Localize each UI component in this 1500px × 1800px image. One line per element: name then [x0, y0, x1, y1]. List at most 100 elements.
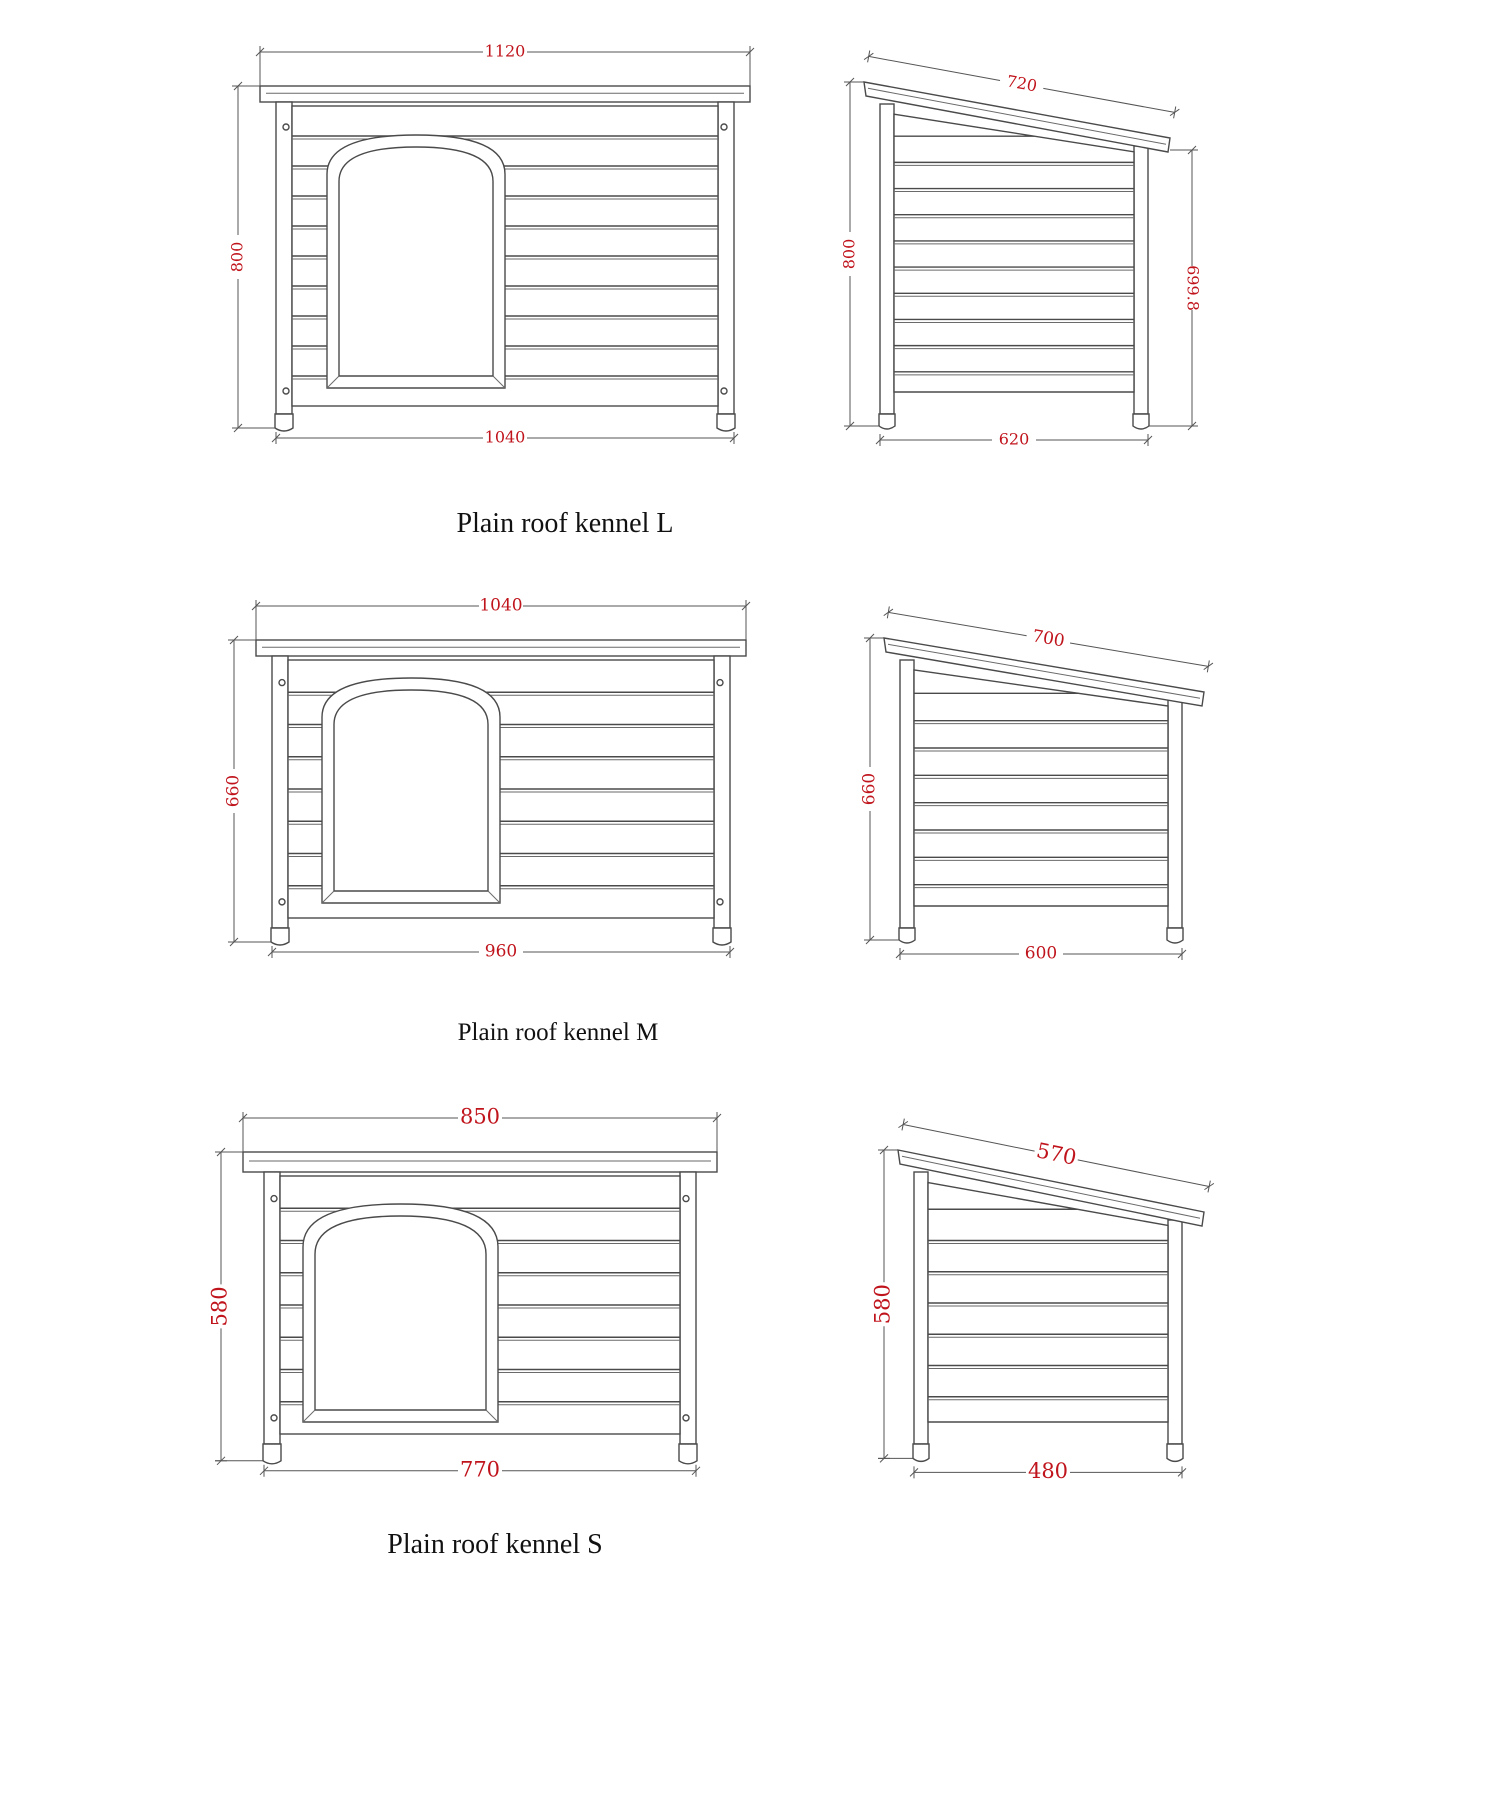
dimension-tick — [255, 47, 265, 57]
base-depth-dimension: 620 — [875, 430, 1153, 449]
screw-icon — [720, 123, 728, 131]
roof-edge — [867, 87, 1167, 145]
foot-cap — [1166, 1443, 1184, 1463]
roof-panel — [242, 1151, 718, 1173]
dimension-tick — [865, 935, 875, 945]
base-depth-dimension: 600 — [895, 944, 1187, 964]
dimension-tick — [712, 1113, 722, 1123]
leg-post — [1167, 699, 1183, 929]
dimension-tick — [895, 949, 905, 959]
dimension-tick — [725, 947, 735, 957]
dimension-label: 699.8 — [1184, 265, 1203, 311]
screw-icon — [282, 123, 290, 131]
height-dimension: 800 — [228, 81, 247, 433]
foot-cap — [712, 927, 732, 946]
screw-icon — [282, 387, 290, 395]
leg-post — [271, 655, 289, 929]
leg-post — [1133, 145, 1149, 415]
foot-cap — [1132, 413, 1150, 430]
dimension-tick — [879, 1145, 889, 1155]
leg-post — [679, 1171, 697, 1445]
screw-icon — [682, 1194, 690, 1203]
door-bevel — [485, 1409, 499, 1423]
dimension-label: 800 — [840, 239, 859, 270]
dimension-tick — [1177, 949, 1187, 959]
leg-post — [913, 1171, 929, 1445]
dimension-tick — [845, 421, 855, 431]
dimension-tick — [741, 601, 751, 611]
leg-post — [879, 103, 895, 415]
dimension-tick — [865, 633, 875, 643]
dimension-tick — [238, 1113, 248, 1123]
dimension-tick — [233, 423, 243, 433]
dimension-label: 580 — [871, 1284, 895, 1324]
foot-cap — [716, 413, 736, 432]
foot-cap — [898, 927, 916, 944]
foot-cap — [270, 927, 290, 946]
foot-cap — [274, 413, 294, 432]
foot-cap — [1166, 927, 1184, 944]
screw-icon — [682, 1414, 690, 1422]
leg-post — [275, 101, 293, 415]
dimension-tick — [216, 1147, 226, 1157]
door-opening — [333, 689, 489, 892]
screw-icon — [278, 678, 286, 687]
dimension-label: 570 — [1034, 1138, 1078, 1169]
dimension-line — [868, 55, 1001, 81]
dimension-label: 770 — [460, 1457, 500, 1481]
dimension-label: 800 — [228, 242, 247, 273]
side-view: 570 580 480 — [871, 1118, 1215, 1483]
leg-post — [713, 655, 731, 929]
side-view: 720 800 699.8 620 — [840, 50, 1203, 449]
roof-length-dimension: 720 — [863, 50, 1180, 119]
dimension-line — [903, 1124, 1035, 1152]
door-bevel — [321, 890, 335, 904]
door-opening — [314, 1215, 487, 1411]
dimension-tick — [251, 601, 261, 611]
dimension-label: 1120 — [485, 42, 526, 61]
dimension-tick — [271, 433, 281, 443]
side-wall — [893, 113, 1135, 393]
screw-icon — [716, 678, 724, 687]
dimension-line — [1043, 87, 1175, 113]
dimension-tick — [691, 1466, 701, 1476]
door-bevel — [487, 890, 501, 904]
dimension-label: 1040 — [485, 428, 526, 447]
kennel-caption: Plain roof kennel S — [387, 1529, 602, 1560]
door-opening — [338, 146, 494, 377]
roof-panel — [259, 85, 751, 103]
foot-cap — [678, 1443, 698, 1465]
dimension-tick — [1143, 435, 1153, 445]
foot-cap — [912, 1443, 930, 1463]
roof-panel — [255, 639, 747, 657]
foot-cap — [878, 413, 896, 430]
front-height-dimension: 580 — [871, 1145, 895, 1463]
base-width-dimension: 770 — [259, 1457, 701, 1481]
dimension-tick — [883, 608, 894, 617]
height-dimension: 660 — [224, 635, 244, 947]
door-bevel — [302, 1409, 316, 1423]
dimension-tick — [863, 52, 874, 61]
roof-edge — [887, 643, 1201, 699]
roof-width-dimension: 1120 — [255, 42, 755, 61]
screw-icon — [720, 387, 728, 395]
dimension-tick — [898, 1120, 909, 1129]
base-depth-dimension: 480 — [909, 1459, 1187, 1483]
back-height-dimension: 699.8 — [1184, 145, 1203, 431]
roof-panel — [897, 1149, 1205, 1227]
front-height-dimension: 660 — [860, 633, 880, 945]
dimension-tick — [1187, 145, 1197, 155]
height-dimension: 580 — [208, 1147, 232, 1466]
dimension-label: 660 — [860, 773, 880, 805]
dimension-label: 620 — [999, 430, 1030, 449]
side-wall — [913, 669, 1169, 907]
dimension-tick — [1177, 1468, 1187, 1477]
screw-icon — [270, 1194, 278, 1203]
dimension-tick — [745, 47, 755, 57]
